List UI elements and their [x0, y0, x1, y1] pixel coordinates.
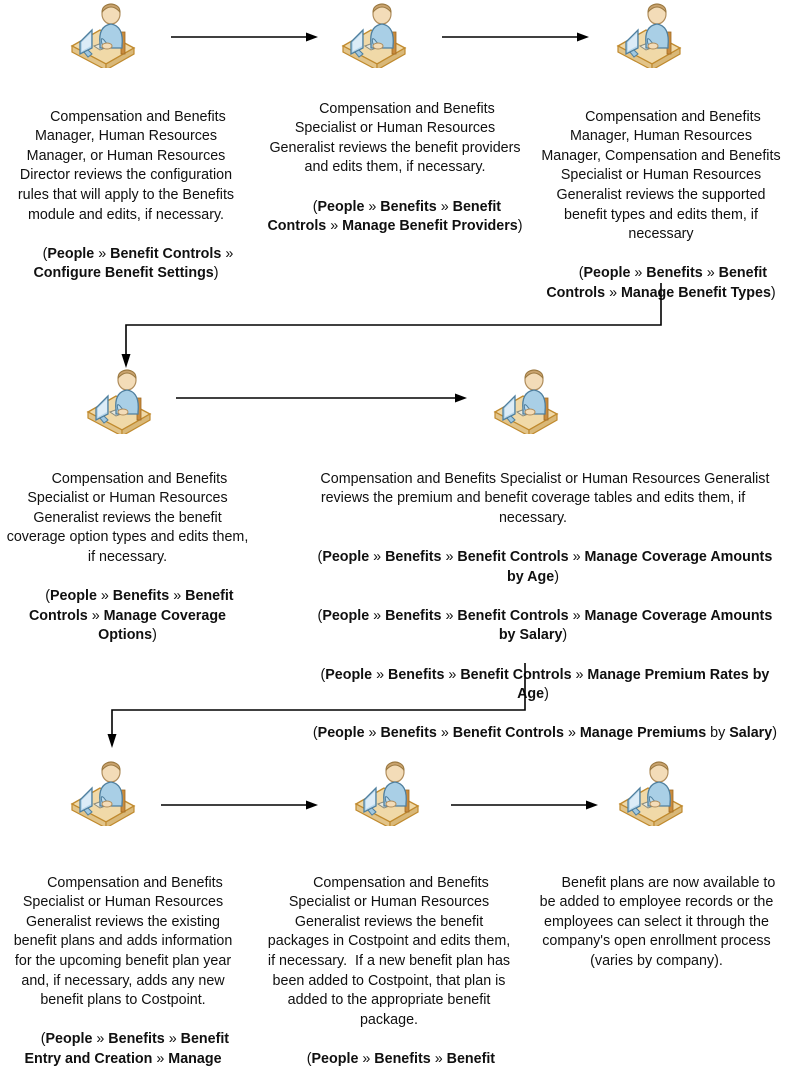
node-1-body: Compensation and Benefits Manager, Human…	[17, 108, 239, 223]
node-7-body: Compensation and Benefits Specialist or …	[267, 874, 515, 1028]
arrow-2-to-3	[442, 32, 589, 42]
person-at-computer-workstation-icon	[350, 760, 422, 830]
node-5-body: Compensation and Benefits Specialist or …	[320, 470, 774, 526]
arrow-6-to-7	[161, 800, 318, 810]
node-6: Compensation and Benefits Specialist or …	[4, 854, 242, 1066]
node-7: Compensation and Benefits Specialist or …	[264, 854, 514, 1066]
arrow-3-to-4	[121, 283, 662, 368]
node-6-body: Compensation and Benefits Specialist or …	[13, 874, 237, 1009]
person-at-computer-workstation-icon	[66, 2, 138, 72]
node-3-path-0: (People » Benefits » Benefit Controls » …	[546, 265, 776, 301]
person-at-computer-workstation-icon	[489, 368, 561, 438]
node-5-text: Compensation and Benefits Specialist or …	[285, 450, 781, 764]
node-2-path-0: (People » Benefits » Benefit Controls » …	[267, 198, 523, 235]
person-at-computer-workstation-icon	[82, 368, 154, 438]
node-3-text: Compensation and Benefits Manager, Human…	[541, 88, 781, 323]
arrow-4-to-5	[176, 393, 467, 403]
node-7-text: Compensation and Benefits Specialist or …	[264, 854, 514, 1066]
node-3: Compensation and Benefits Manager, Human…	[541, 88, 781, 323]
person-at-computer-workstation-icon	[66, 760, 138, 830]
node-3-body: Compensation and Benefits Manager, Human…	[541, 108, 785, 243]
node-2-text: Compensation and Benefits Specialist or …	[266, 80, 524, 256]
node-4: Compensation and Benefits Specialist or …	[6, 450, 249, 666]
node-8-body: Benefit plans are now available to be ad…	[539, 874, 780, 969]
arrow-5-to-6	[107, 663, 526, 748]
node-5-path-1: (People » Benefits » Benefit Controls » …	[317, 607, 777, 644]
node-8-text: Benefit plans are now available to be ad…	[532, 854, 781, 991]
node-4-path-0: (People » Benefits » Benefit Controls » …	[28, 588, 238, 644]
person-at-computer-workstation-icon	[337, 2, 409, 72]
node-6-text: Compensation and Benefits Specialist or …	[4, 854, 242, 1066]
arrow-1-to-2	[171, 32, 318, 42]
person-at-computer-workstation-icon	[614, 760, 686, 830]
node-1: Compensation and Benefits Manager, Human…	[6, 88, 246, 304]
node-7-path-0: (People » Benefits » Benefit Entry and C…	[306, 1050, 496, 1066]
node-5-path-0: (People » Benefits » Benefit Controls » …	[317, 548, 777, 585]
node-5-path-3: (People » Benefits » Benefit Controls » …	[312, 725, 777, 742]
node-4-body: Compensation and Benefits Specialist or …	[6, 470, 253, 565]
node-8: Benefit plans are now available to be ad…	[532, 854, 781, 991]
node-4-text: Compensation and Benefits Specialist or …	[6, 450, 249, 666]
node-5-path-2: (People » Benefits » Benefit Controls » …	[320, 666, 773, 703]
node-1-text: Compensation and Benefits Manager, Human…	[6, 88, 246, 304]
arrow-7-to-8	[451, 800, 598, 810]
node-2: Compensation and Benefits Specialist or …	[266, 80, 524, 256]
node-6-path-0: (People » Benefits » Benefit Entry and C…	[24, 1031, 234, 1066]
person-at-computer-workstation-icon	[612, 2, 684, 72]
node-2-body: Compensation and Benefits Specialist or …	[269, 100, 525, 176]
node-1-path-0: (People » Benefit Controls » Configure B…	[33, 245, 238, 282]
node-5: Compensation and Benefits Specialist or …	[285, 450, 781, 764]
